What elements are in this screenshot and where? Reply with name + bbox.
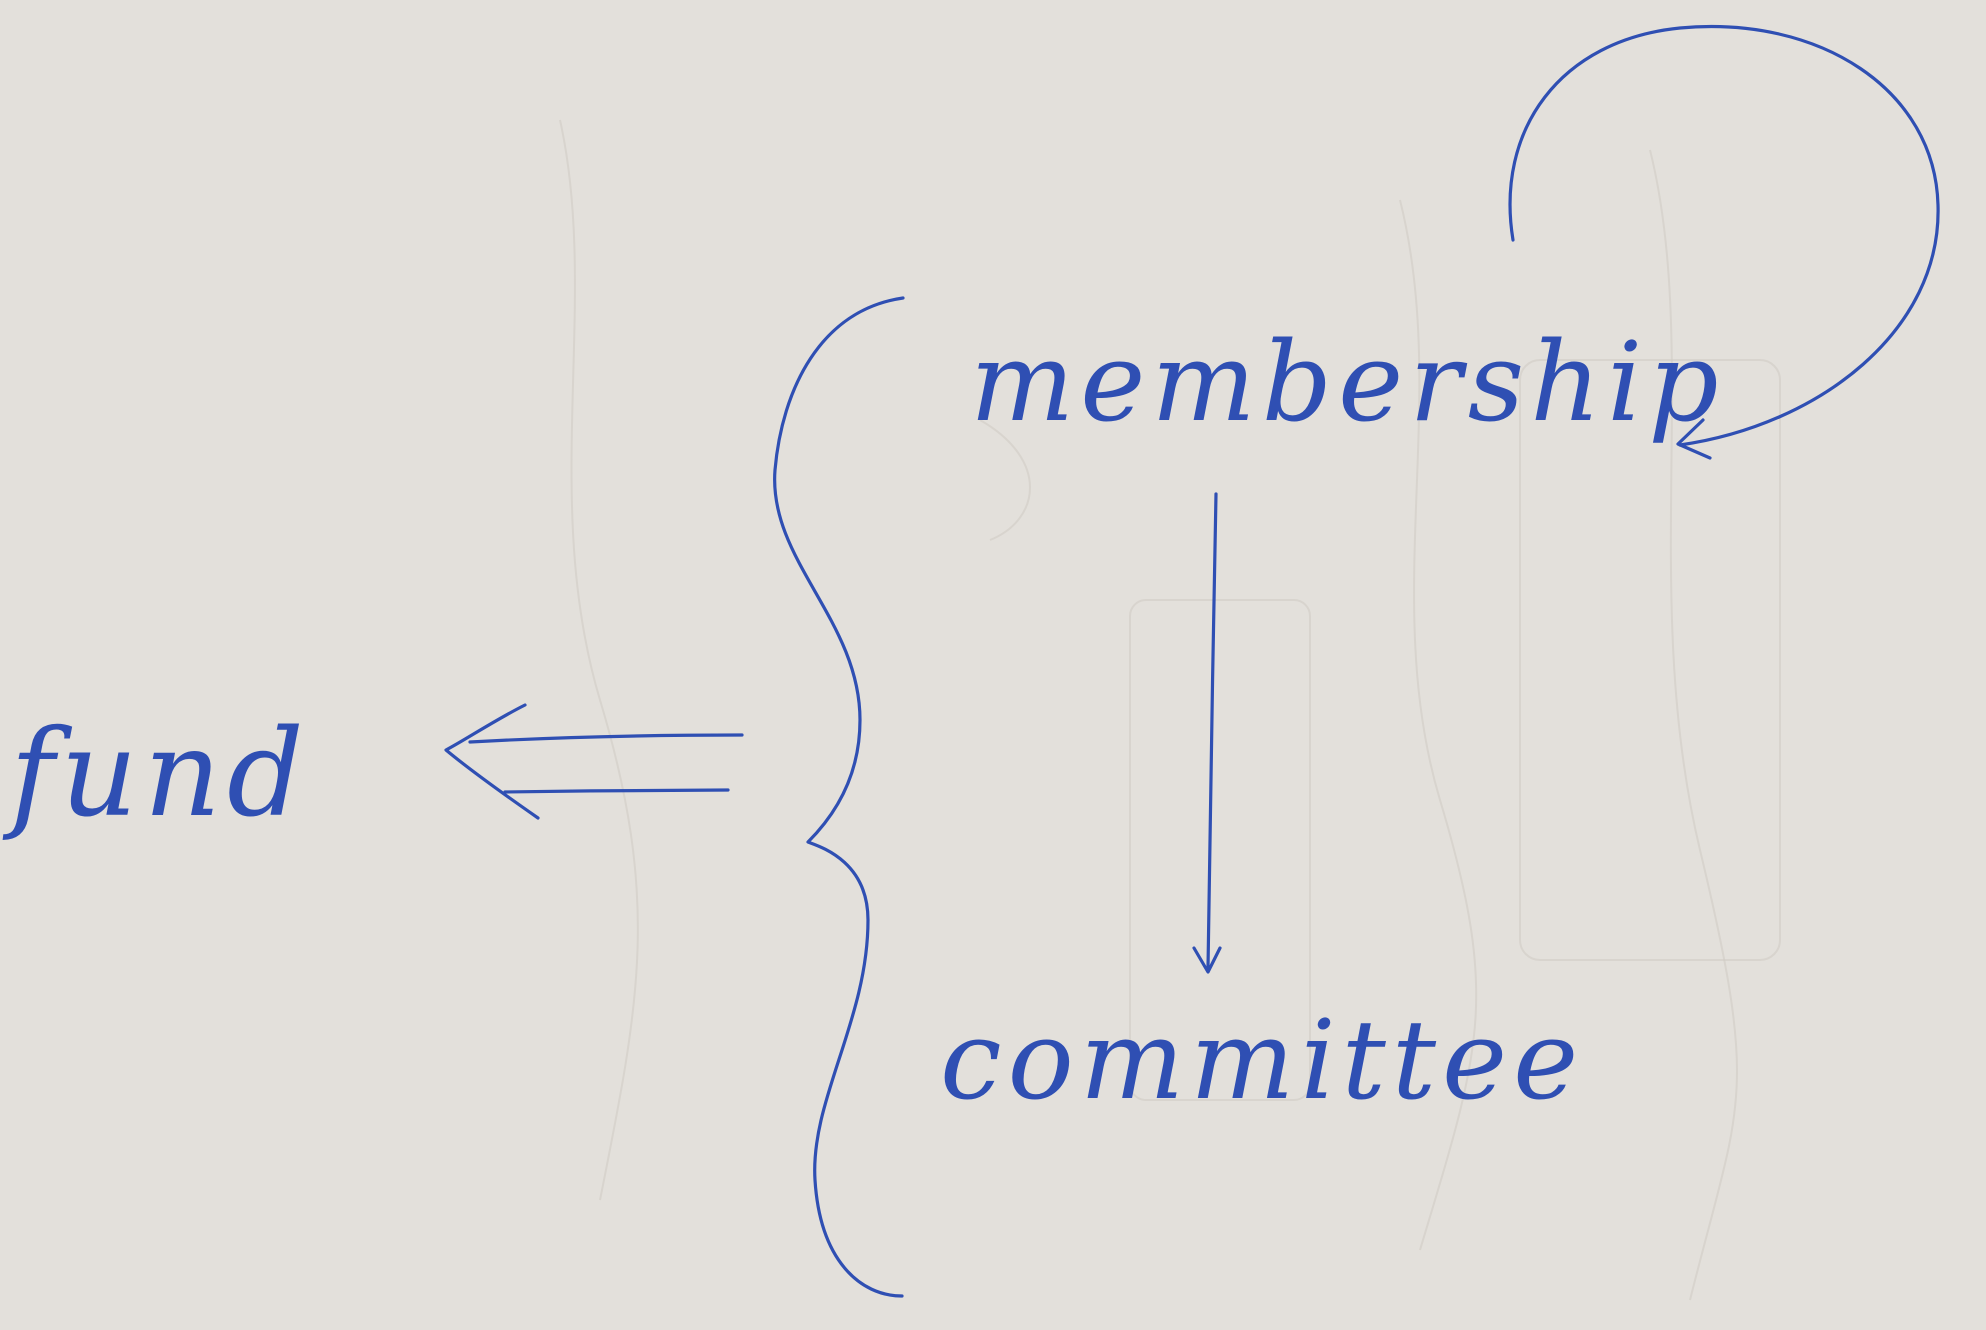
node-fund: fund [2, 705, 310, 844]
node-membership: membership [970, 318, 1725, 446]
group-curly-brace [773, 296, 905, 1298]
node-committee: committee [940, 996, 1584, 1124]
arrow-membership-to-committee [1192, 492, 1222, 974]
self-loop-arrow [1508, 25, 1940, 460]
double-arrow-to-fund [444, 703, 744, 820]
paper-bleed-through [559, 119, 1781, 1301]
